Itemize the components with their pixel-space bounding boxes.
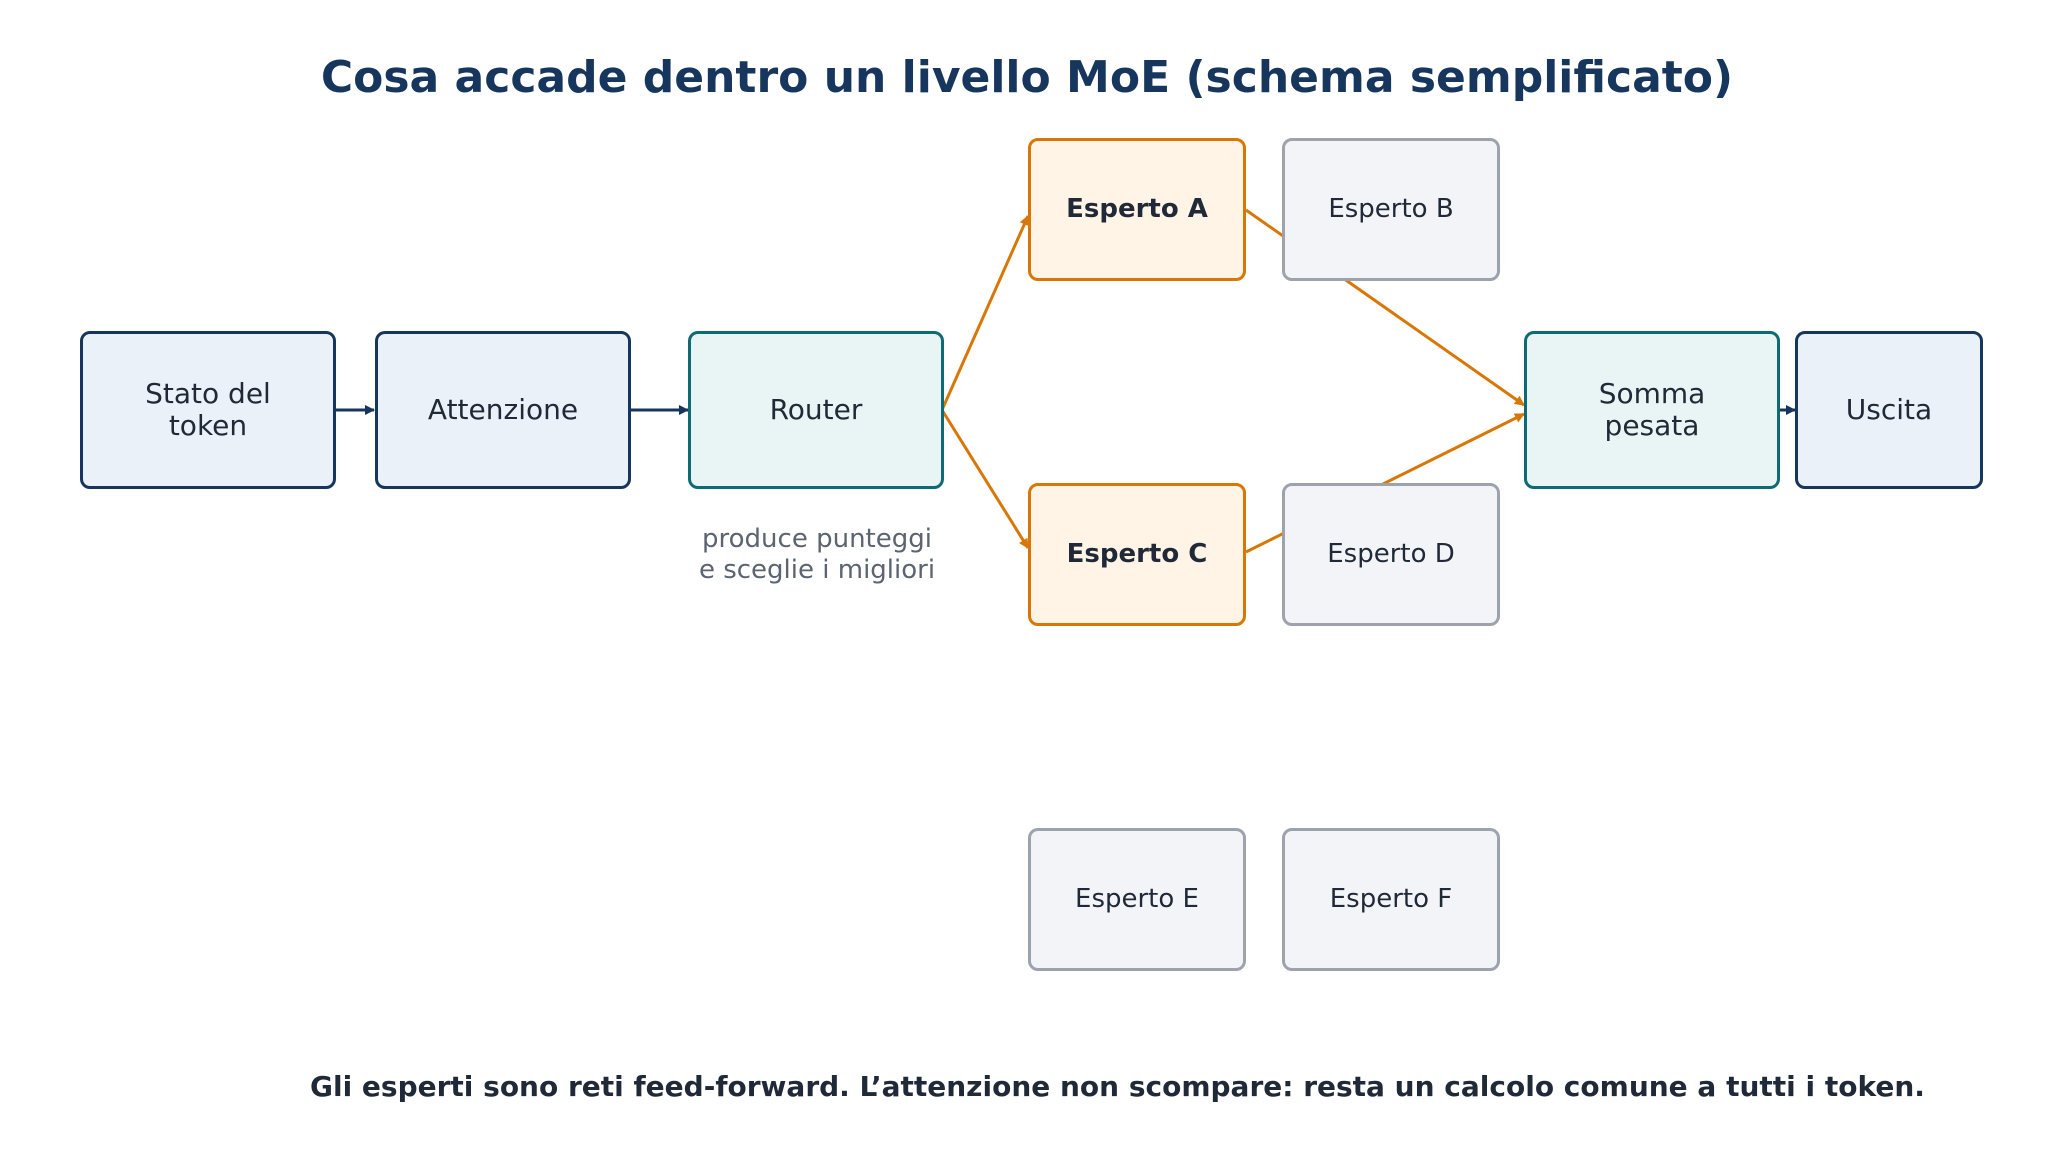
node-somma-pesata: Somma pesata — [1524, 331, 1780, 489]
node-esperto-c: Esperto C — [1028, 483, 1246, 626]
router-note: produce punteggi e sceglie i migliori — [698, 524, 936, 586]
node-esperto-f: Esperto F — [1282, 828, 1500, 971]
node-esperto-e: Esperto E — [1028, 828, 1246, 971]
node-label: Esperto C — [1066, 538, 1208, 569]
node-attenzione: Attenzione — [375, 331, 631, 489]
node-label: Esperto E — [1075, 883, 1199, 914]
node-label: Esperto D — [1327, 538, 1455, 569]
node-label: Esperto B — [1328, 193, 1454, 224]
footer-note: Gli esperti sono reti feed-forward. L’at… — [310, 1070, 1925, 1103]
node-label: Esperto F — [1329, 883, 1453, 914]
node-esperto-b: Esperto B — [1282, 138, 1500, 281]
node-uscita: Uscita — [1795, 331, 1983, 489]
node-label: Stato del token — [145, 376, 271, 442]
node-stato-del-token: Stato del token — [80, 331, 336, 489]
node-label: Attenzione — [427, 392, 579, 426]
node-label: Somma pesata — [1598, 376, 1706, 442]
node-esperto-a: Esperto A — [1028, 138, 1246, 281]
diagram-title: Cosa accade dentro un livello MoE (schem… — [320, 52, 1734, 103]
node-esperto-d: Esperto D — [1282, 483, 1500, 626]
node-label: Uscita — [1845, 392, 1933, 426]
arrow-router-to-esperto-a — [940, 215, 1030, 411]
arrow-router-to-esperto-c — [940, 409, 1030, 549]
node-router: Router — [688, 331, 944, 489]
node-label: Esperto A — [1066, 193, 1208, 224]
node-label: Router — [769, 392, 863, 426]
